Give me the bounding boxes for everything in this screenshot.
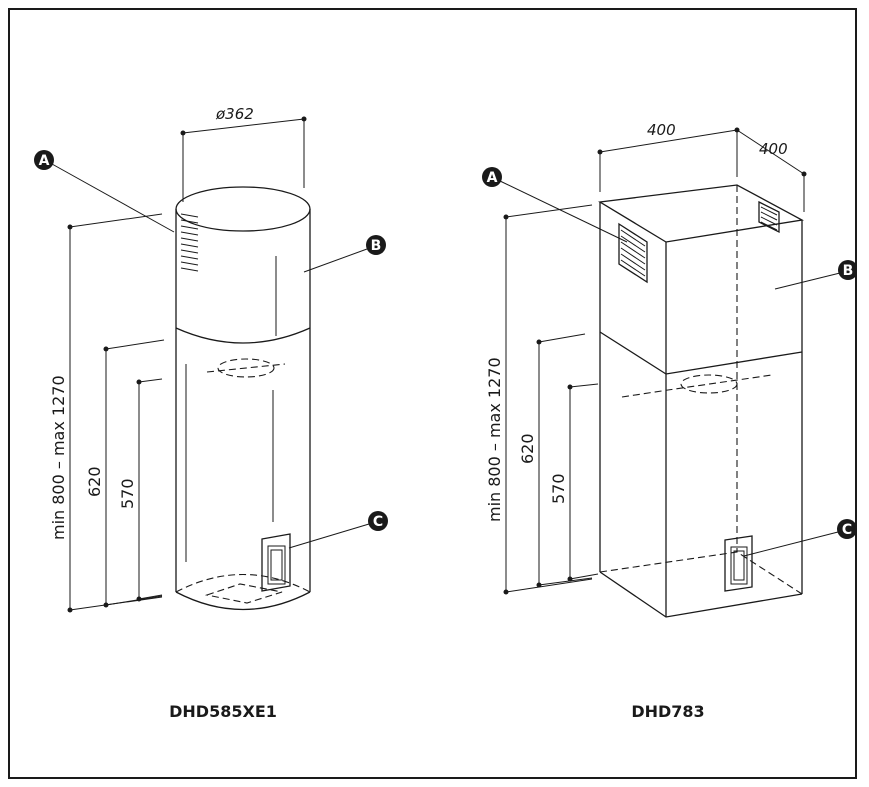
dim-570-right: 570 — [549, 473, 568, 504]
box-labels: A B C — [482, 167, 855, 557]
dim-620-left: 620 — [85, 466, 104, 497]
model-name-right: DHD783 — [631, 702, 704, 721]
vent-grille-right-back — [758, 200, 780, 234]
badge-a-right — [482, 167, 502, 187]
svg-text:C: C — [373, 514, 383, 530]
badge-c-left — [368, 511, 388, 531]
diagram-frame: ø362 min 800 – max 1270 620 570 A B C — [8, 8, 857, 779]
badge-a-left — [34, 150, 54, 170]
height-range-label-left: min 800 – max 1270 — [49, 375, 68, 540]
control-panel-left — [261, 533, 291, 592]
width-label: 400 — [647, 121, 676, 139]
model-name-left: DHD585XE1 — [169, 702, 277, 721]
vent-grille-left — [180, 213, 199, 272]
cylinder-labels: A B C — [34, 150, 388, 549]
control-panel-right — [724, 535, 753, 592]
hood-diagram: ø362 min 800 – max 1270 620 570 A B C — [34, 105, 855, 721]
badge-b-left — [366, 235, 386, 255]
box-hood-drawing — [598, 184, 804, 618]
vent-grille-right-front — [618, 222, 648, 284]
dim-620-right: 620 — [518, 433, 537, 464]
badge-c-right — [837, 519, 855, 539]
box-dimensions: 400 400 min 800 – max 1270 620 570 — [485, 121, 807, 595]
dim-570-left: 570 — [118, 478, 137, 509]
badge-b-right — [838, 260, 855, 280]
svg-text:C: C — [842, 522, 852, 538]
height-range-label-right: min 800 – max 1270 — [485, 357, 504, 522]
depth-label: 400 — [759, 140, 788, 158]
svg-text:A: A — [39, 153, 50, 169]
svg-text:B: B — [843, 263, 854, 279]
cylinder-dimensions: ø362 min 800 – max 1270 620 570 — [49, 105, 307, 613]
svg-text:A: A — [487, 170, 498, 186]
cylinder-hood-drawing — [175, 186, 311, 611]
diameter-label: ø362 — [215, 105, 254, 123]
svg-text:B: B — [371, 238, 382, 254]
